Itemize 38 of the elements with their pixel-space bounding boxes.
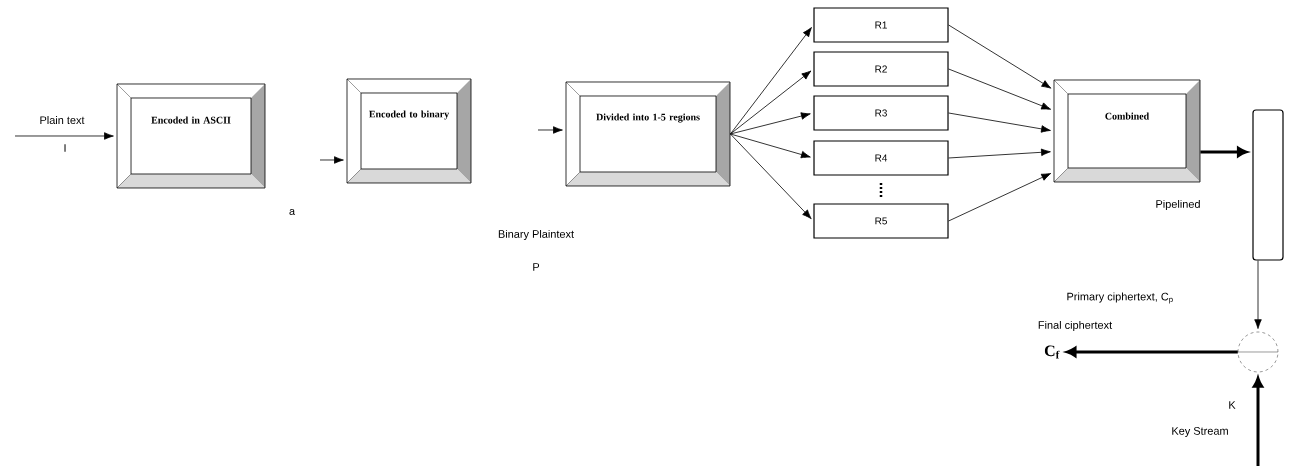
arrow	[730, 27, 812, 135]
arrow	[730, 133, 811, 159]
output-symbol: C$_{f}$	[1044, 345, 1060, 359]
text-label: a	[289, 209, 296, 215]
text-label: Final ciphertext	[1038, 320, 1113, 332]
text-label: Plain text	[40, 115, 85, 124]
arrow	[14, 132, 114, 140]
arrow	[730, 112, 811, 135]
register-box: R2	[813, 51, 949, 87]
arrow	[948, 148, 1051, 159]
xor-circle	[1237, 331, 1279, 373]
text-label: Pipelined	[1156, 199, 1200, 211]
arrow	[948, 112, 1051, 133]
process-box: Divided into 1-5 regions	[565, 81, 731, 187]
register-box: R3	[813, 95, 949, 131]
arrow	[319, 156, 344, 164]
arrow	[730, 133, 812, 220]
arrow	[537, 126, 563, 134]
arrow	[948, 24, 1052, 89]
text-label: I	[64, 144, 66, 152]
text-label: Key Stream	[1172, 427, 1228, 437]
register-box: R5	[813, 203, 949, 239]
arrow	[1065, 346, 1238, 358]
register-bar	[1252, 109, 1284, 261]
text-label: Primary ciphertext, C$_{p}$	[1067, 292, 1173, 304]
process-box: Combined	[1053, 79, 1201, 183]
arrow	[948, 68, 1052, 110]
arrow	[1200, 146, 1248, 158]
text-label: K	[1229, 401, 1236, 409]
arrow	[730, 70, 812, 135]
register-box: R4	[813, 140, 949, 176]
process-box: Encoded in ASCII	[116, 83, 266, 189]
text-label: Binary Plaintext	[498, 229, 574, 241]
arrow	[948, 173, 1052, 222]
text-label: P	[533, 263, 540, 271]
register-box: R1	[813, 7, 949, 43]
arrow	[1254, 260, 1262, 329]
process-box: Encoded to binary	[346, 78, 472, 184]
